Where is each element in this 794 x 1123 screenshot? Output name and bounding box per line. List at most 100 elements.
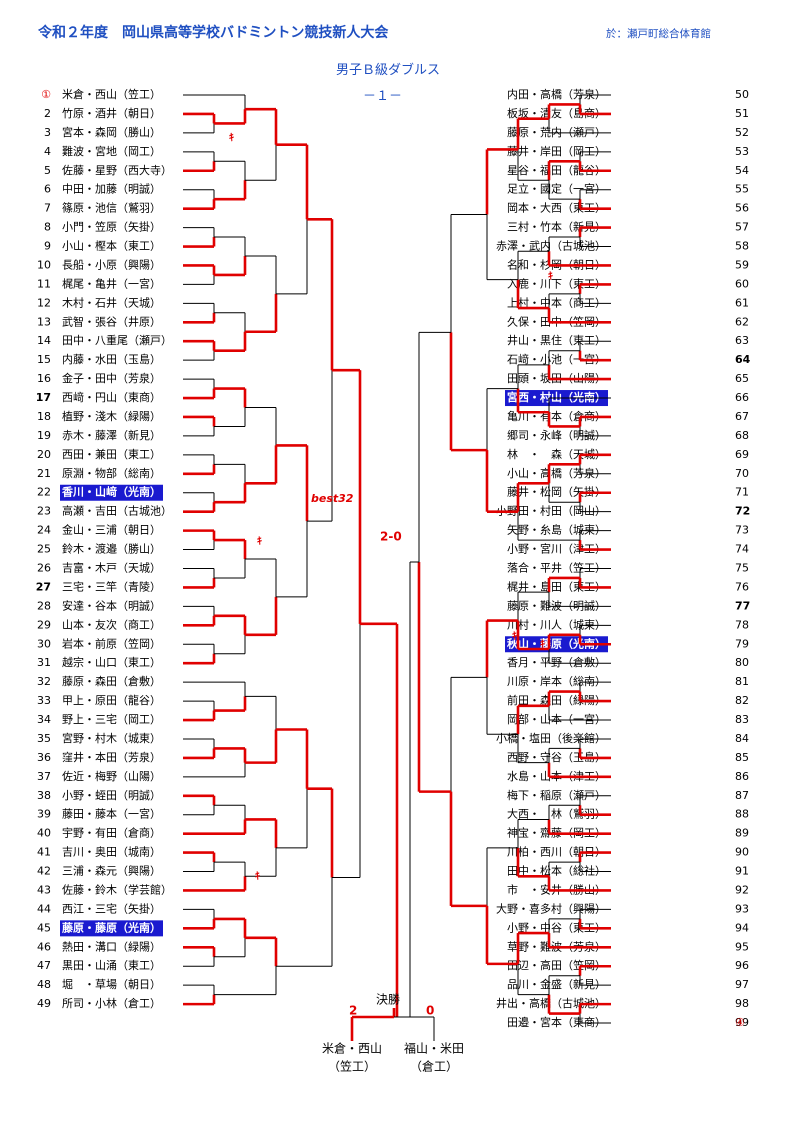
right-entry-number: 89 <box>735 827 749 840</box>
page-number: －１－ <box>363 89 403 104</box>
left-entry-number: 6 <box>44 183 51 196</box>
left-entry-name: 竹原・酒井（朝日） <box>62 106 161 120</box>
left-entry-number: 20 <box>37 448 51 461</box>
right-entry-number: 72 <box>735 505 750 518</box>
left-entry-name: 金子・田中（芳泉） <box>62 371 161 385</box>
left-entry-name: 難波・宮地（岡工） <box>62 144 161 158</box>
left-entry-name: 内藤・水田（玉島） <box>62 352 161 366</box>
left-entry-number: 37 <box>37 770 51 783</box>
left-entry-name: 西﨑・円山（東商） <box>62 390 161 404</box>
left-entry-name: 小山・樫本（東工） <box>62 239 161 253</box>
left-entry-number: 8 <box>44 221 51 234</box>
right-entry-name: 川原・岸本（総南） <box>507 674 606 688</box>
right-entry-number: 98 <box>735 997 749 1010</box>
left-entry-name: 堀 ・草場（朝日） <box>62 978 161 991</box>
left-entry-number: 22 <box>37 486 51 499</box>
left-entry-number: 11 <box>37 277 51 290</box>
left-entry-name: 中田・加藤（明誠） <box>62 183 161 196</box>
left-entry-name: 熱田・溝口（緑陽） <box>62 939 161 953</box>
right-entry-number: 80 <box>735 656 749 669</box>
left-entry-name: 佐近・梅野（山陽） <box>62 769 161 783</box>
right-entry-name: 田邉・宮本（東商） <box>507 1015 606 1029</box>
final-label: 決勝 <box>376 992 400 1007</box>
left-entry-name: 宮野・村木（城東） <box>62 731 161 745</box>
left-entry-name: 吉富・木戸（天城） <box>62 561 161 575</box>
event-title: 男子Ｂ級ダブルス <box>336 63 441 78</box>
left-entry-number: 46 <box>37 940 51 953</box>
right-entry-name: 品川・金盛（新見） <box>507 977 606 991</box>
right-entry-number: 74 <box>735 543 749 556</box>
right-entry-name: 大野・喜多村（興陽） <box>496 901 606 915</box>
right-entry-name: 田中・松本（総社） <box>507 864 606 878</box>
left-entry-number: 38 <box>37 789 51 802</box>
left-entry-number: 34 <box>37 713 51 726</box>
right-entry-number: 61 <box>735 296 749 309</box>
left-entry-name: 篠原・池信（鷲羽） <box>62 201 161 215</box>
right-entry-number: 50 <box>735 88 749 101</box>
right-entry-number: 67 <box>735 410 749 423</box>
right-entry-number: 68 <box>735 429 749 442</box>
left-entry-number: 32 <box>37 675 51 688</box>
left-entry-number: 16 <box>37 372 51 385</box>
right-entry-number: 63 <box>735 334 749 347</box>
left-entry-name: 原淵・物部（総南） <box>62 466 161 480</box>
highlight-box <box>60 920 163 937</box>
semifinal-score: 2-0 <box>380 530 402 544</box>
left-entry-number: 9 <box>44 240 51 253</box>
left-entry-name: 佐藤・鈴木（学芸館） <box>62 882 172 896</box>
right-entry-number: 88 <box>735 808 749 821</box>
right-entry-number: 73 <box>735 524 749 537</box>
right-entry-name: 上村・中本（商工） <box>507 295 606 309</box>
right-entry-number: 97 <box>735 978 749 991</box>
right-entry-number: 78 <box>735 618 749 631</box>
left-entry-number: 14 <box>37 334 51 347</box>
left-entry-name: 香川・山﨑（光南） <box>61 485 161 499</box>
left-entry-name: 武智・張谷（井原） <box>62 314 161 328</box>
right-entry-number: 70 <box>735 467 749 480</box>
forfeit-mark: ｷ <box>540 638 545 650</box>
left-entry-name: 岩本・前原（笠岡） <box>62 636 161 650</box>
left-entry-number: 49 <box>37 997 51 1010</box>
right-entry-name: 川村・川人（城東） <box>507 617 606 631</box>
left-entry-number: 30 <box>37 637 51 650</box>
left-entry-name: 黒田・山涌（東工） <box>62 959 161 972</box>
left-entry-name: 赤木・藤澤（新見） <box>62 428 161 442</box>
left-entry-name: 鈴木・渡邉（勝山） <box>62 542 161 556</box>
right-entry-name: 井出・高橋（古城池） <box>496 996 606 1010</box>
forfeit-mark: ｷ <box>255 871 260 883</box>
left-entry-name: 金山・三浦（朝日） <box>62 523 161 537</box>
right-entry-name: 藤井・岸田（岡工） <box>507 144 606 158</box>
left-entry-number: 43 <box>37 883 51 896</box>
right-entry-number: 51 <box>735 107 749 120</box>
right-entry-number: 85 <box>735 751 749 764</box>
right-entry-number: 77 <box>735 599 750 612</box>
right-entry-name: 足立・國定（一宮） <box>507 182 606 196</box>
right-entry-number: 86 <box>735 770 749 783</box>
left-entry-number: 23 <box>37 505 51 518</box>
left-entry-name: 甲上・原田（龍谷） <box>62 693 161 707</box>
left-entry-name: 越宗・山口（東工） <box>62 655 161 669</box>
right-entry-number: 54 <box>735 164 749 177</box>
left-entry-number: 13 <box>37 315 51 328</box>
left-entry-name: 安達・谷本（明誠） <box>62 598 161 612</box>
left-entry-name: 窪井・本田（芳泉） <box>62 750 161 764</box>
right-entry-number: 96 <box>735 959 749 972</box>
left-entry-number: 35 <box>37 732 51 745</box>
left-entry-name: 小門・笠原（矢掛） <box>62 220 161 234</box>
left-entry-number: 41 <box>37 846 51 859</box>
left-entry-name: 植野・淺木（緑陽） <box>62 409 161 423</box>
left-entry-number: 21 <box>37 467 51 480</box>
left-entry-name: 佐藤・星野（西大寺） <box>62 163 172 177</box>
final-left-school: （笠工） <box>328 1059 376 1074</box>
right-entry-number: 59 <box>735 258 749 271</box>
right-entry-number: 71 <box>735 486 749 499</box>
left-entry-number: 10 <box>37 258 51 271</box>
right-entry-number: 64 <box>735 353 751 366</box>
right-entry-number: 60 <box>735 277 749 290</box>
left-entry-number: 2 <box>44 107 51 120</box>
final-left-names: 米倉・西山 <box>322 1041 382 1056</box>
left-entry-number: 25 <box>37 543 51 556</box>
left-entry-name: 山本・友次（商工） <box>62 617 161 631</box>
highlight-box <box>60 484 163 501</box>
right-entry-number: 52 <box>735 126 749 139</box>
